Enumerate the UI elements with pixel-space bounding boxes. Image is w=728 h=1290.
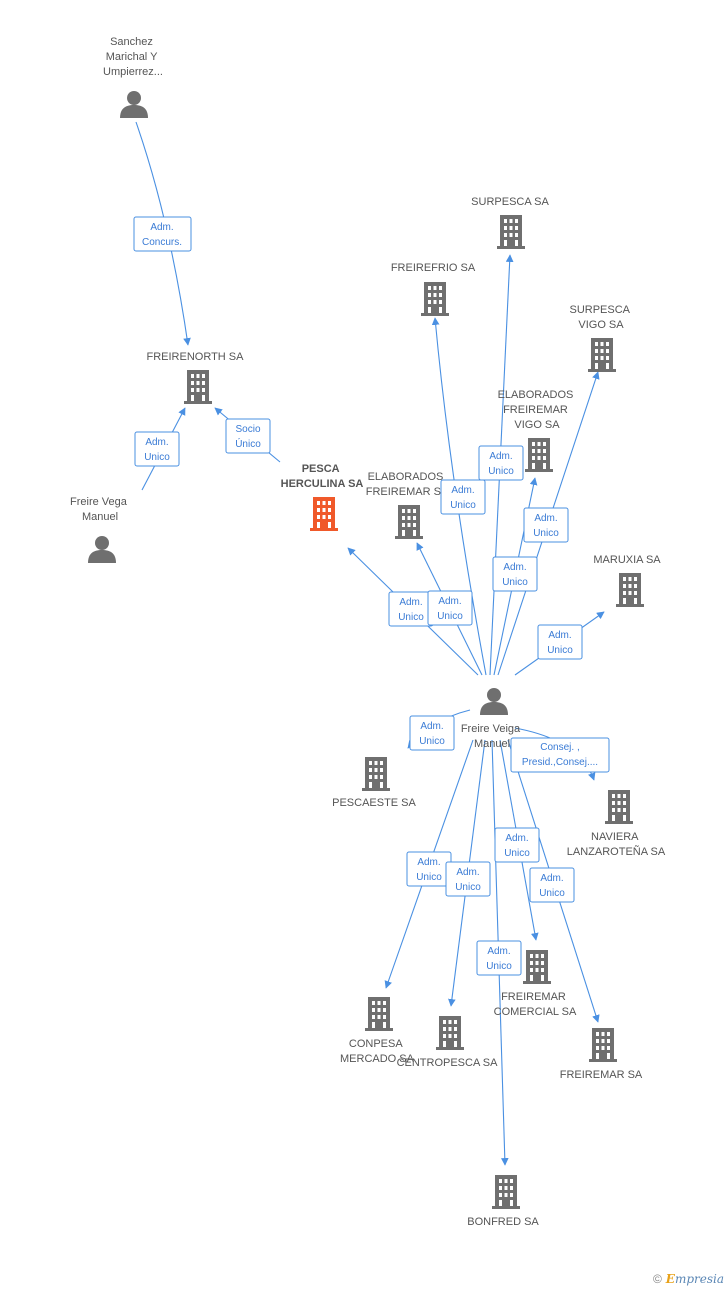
node-label-freirenorth: FREIRENORTH SA	[147, 351, 245, 363]
node-label-surpescavigo: SURPESCA VIGO SA	[570, 304, 633, 331]
svg-text:Adm.Unico: Adm.Unico	[416, 857, 442, 883]
node-label-naviera: NAVIERA LANZAROTEÑA SA	[567, 831, 666, 858]
relation-badge[interactable]: Adm.Unico	[492, 556, 538, 592]
node-label-freirevega: Freire Vega Manuel	[70, 496, 130, 523]
building-icon[interactable]	[497, 215, 525, 249]
node-labels: Sanchez Marichal Y Umpierrez... FREIRENO…	[70, 36, 666, 1228]
person-icon[interactable]	[120, 91, 148, 118]
building-icon[interactable]	[395, 505, 423, 539]
relation-badge[interactable]: Adm.Unico	[406, 851, 452, 887]
relation-badge[interactable]: Adm.Unico	[440, 479, 486, 515]
relation-badge[interactable]: Adm.Unico	[529, 867, 575, 903]
svg-text:Adm.Concurs.: Adm.Concurs.	[142, 222, 182, 248]
svg-text:Adm.Unico: Adm.Unico	[455, 867, 481, 893]
building-icon[interactable]	[523, 950, 551, 984]
svg-text:Adm.Unico: Adm.Unico	[547, 630, 573, 656]
svg-text:Adm.Unico: Adm.Unico	[504, 833, 530, 859]
building-icon[interactable]	[605, 790, 633, 824]
relation-badge[interactable]: Adm.Unico	[427, 590, 473, 626]
svg-text:Adm.Unico: Adm.Unico	[488, 451, 514, 477]
building-icon-focus[interactable]	[310, 497, 338, 531]
node-label-elabfreiremar: ELABORADOS FREIREMAR SA	[366, 471, 449, 498]
node-label-sanchez: Sanchez Marichal Y Umpierrez...	[103, 36, 163, 78]
relation-badge[interactable]: Adm.Unico	[134, 431, 180, 467]
node-label-maruxia: MARUXIA SA	[593, 554, 661, 566]
relation-badge[interactable]: Adm.Unico	[523, 507, 569, 543]
relation-badge[interactable]: Adm.Unico	[478, 445, 524, 481]
node-label-freireveiga: Freire Veiga Manuel	[461, 723, 523, 750]
copyright-symbol: ©	[652, 1272, 662, 1286]
svg-text:Adm.Unico: Adm.Unico	[437, 596, 463, 622]
relation-badge[interactable]: Adm.Concurs.	[133, 216, 192, 252]
node-label-freiremarcom: FREIREMAR COMERCIAL SA	[494, 991, 577, 1018]
building-icon[interactable]	[588, 338, 616, 372]
relation-badge[interactable]: Adm.Unico	[388, 591, 434, 627]
svg-text:Adm.Unico: Adm.Unico	[502, 562, 528, 588]
node-label-freiremar: FREIREMAR SA	[560, 1069, 643, 1081]
building-icon[interactable]	[525, 438, 553, 472]
building-icon[interactable]	[492, 1175, 520, 1209]
relation-badge[interactable]: Adm.Unico	[409, 715, 455, 751]
svg-text:Consej. ,Presid.,Consej....: Consej. ,Presid.,Consej....	[522, 742, 598, 768]
relation-badge[interactable]: Consej. ,Presid.,Consej....	[510, 737, 610, 773]
building-icon[interactable]	[589, 1028, 617, 1062]
svg-text:Adm.Unico: Adm.Unico	[419, 721, 445, 747]
node-label-surpesca: SURPESCA SA	[471, 196, 549, 208]
svg-text:Adm.Unico: Adm.Unico	[533, 513, 559, 539]
building-icon[interactable]	[436, 1016, 464, 1050]
building-icon[interactable]	[616, 573, 644, 607]
empresia-logo[interactable]: Empresia	[665, 1272, 724, 1286]
svg-text:Adm.Unico: Adm.Unico	[398, 597, 424, 623]
footer-brand: © Empresia	[653, 1272, 724, 1286]
person-icon[interactable]	[88, 536, 116, 563]
node-label-pescaeste: PESCAESTE SA	[332, 797, 416, 809]
node-label-conpesca: CONPESA MERCADO SA	[340, 1038, 415, 1065]
building-icon[interactable]	[365, 997, 393, 1031]
building-icon[interactable]	[184, 370, 212, 404]
node-label-freirefrio: FREIREFRIO SA	[391, 262, 476, 274]
node-label-pesca: PESCA HERCULINA SA	[281, 463, 364, 490]
relation-badge[interactable]: Adm.Unico	[445, 861, 491, 897]
building-icon[interactable]	[421, 282, 449, 316]
relation-badge[interactable]: Adm.Unico	[494, 827, 540, 863]
node-label-bonfred: BONFRED SA	[467, 1216, 539, 1228]
svg-text:Adm.Unico: Adm.Unico	[450, 485, 476, 511]
person-icon[interactable]	[480, 688, 508, 715]
building-icon[interactable]	[362, 757, 390, 791]
svg-text:Adm.Unico: Adm.Unico	[539, 873, 565, 899]
svg-text:Adm.Unico: Adm.Unico	[144, 437, 170, 463]
svg-text:Adm.Unico: Adm.Unico	[486, 946, 512, 972]
node-label-centropesca: CENTROPESCA SA	[397, 1057, 499, 1069]
node-label-elabvigo: ELABORADOS FREIREMAR VIGO SA	[498, 389, 577, 431]
relation-badge[interactable]: Adm.Unico	[476, 940, 522, 976]
relation-badge[interactable]: Adm.Unico	[537, 624, 583, 660]
